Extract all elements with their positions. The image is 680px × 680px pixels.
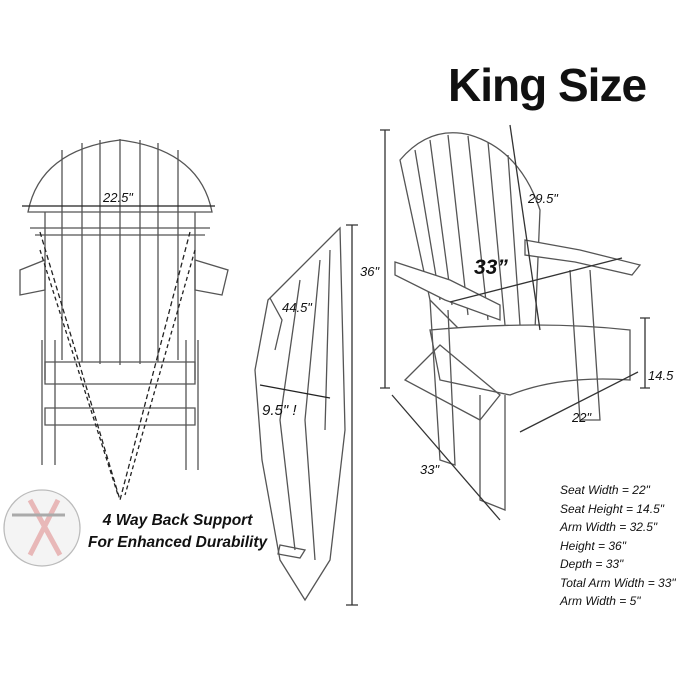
spec-item: Arm Width = 5": [560, 594, 641, 608]
spec-item: Depth = 33": [560, 557, 624, 571]
depth-label: 33": [420, 462, 440, 477]
spec-item: Seat Height = 14.5": [560, 501, 664, 516]
spec-item: Arm Width = 32.5": [560, 520, 658, 534]
specs-list: Seat Width = 22" Seat Height = 14.5" Arm…: [560, 481, 676, 611]
height-label: 36": [360, 264, 380, 279]
perspective-chair: [380, 124, 650, 521]
back-view-chair: [19, 139, 229, 503]
back-height-label: 29.5": [528, 191, 558, 206]
folded-length-label: 44.5": [282, 300, 312, 315]
size-title: King Size: [448, 59, 647, 111]
folded-depth-label: 9.5" !: [262, 402, 297, 419]
slogan-line-1: 4 Way Back Support: [102, 512, 253, 529]
back-width-label: 22.5": [103, 190, 133, 205]
spec-item: Height = 36": [560, 538, 626, 553]
seat-height-label: 14.5: [648, 368, 674, 383]
slogan-line-2: For Enhanced Durability: [88, 534, 268, 551]
spec-item: Total Arm Width = 33": [560, 575, 676, 590]
seat-width-label: 22": [572, 410, 592, 425]
folded-chair: [254, 224, 358, 606]
back-support-slogan: 4 Way Back Support For Enhanced Durabili…: [88, 510, 267, 554]
back-support-inset: [3, 489, 81, 567]
spec-item: Seat Width = 22": [560, 483, 650, 497]
total-arm-width-label: 33”: [474, 256, 508, 279]
